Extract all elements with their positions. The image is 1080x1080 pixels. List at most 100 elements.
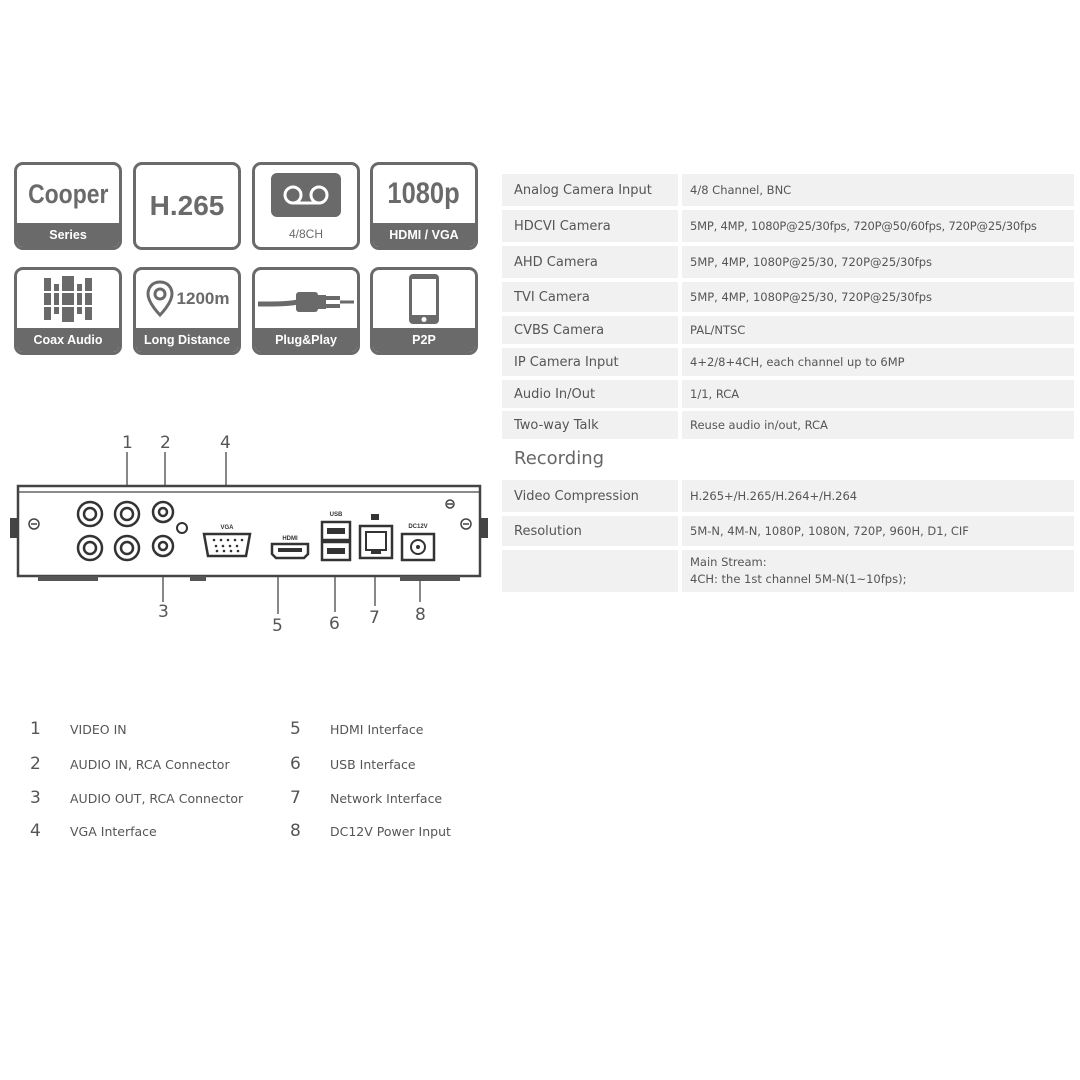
legend-item: 3 AUDIO OUT, RCA Connector (30, 786, 243, 810)
dvr-rear-illustration: VGA HDMI USB DC12V (10, 452, 488, 614)
spec-row: Audio In/Out 1/1, RCA (502, 380, 1074, 408)
badge-1080p-subtitle: HDMI / VGA (373, 223, 475, 247)
legend-item: 7 Network Interface (290, 786, 442, 810)
spec-row: CVBS Camera PAL/NTSC (502, 316, 1074, 344)
legend-text: Network Interface (330, 790, 443, 806)
callout-number: 7 (369, 608, 380, 628)
spec-row: Two-way Talk Reuse audio in/out, RCA (502, 411, 1074, 439)
legend-text: DC12V Power Input (330, 823, 451, 839)
rear-panel-diagram: 1 2 4 3 5 6 7 8 (10, 430, 490, 640)
badge-plug-play: Plug&Play (252, 267, 360, 355)
legend-number: 8 (290, 821, 301, 841)
callout-number: 3 (158, 602, 169, 622)
legend-text: USB Interface (330, 756, 416, 772)
badge-p2p: P2P (370, 267, 478, 355)
spec-key: Analog Camera Input (502, 174, 678, 206)
legend-number: 5 (290, 719, 301, 739)
dc-port-label: DC12V (408, 524, 427, 530)
badge-h265: H.265 (133, 162, 241, 250)
spec-value: 1/1, RCA (682, 380, 1074, 408)
badge-coax-audio: Coax Audio (14, 267, 122, 355)
spec-key: TVI Camera (502, 282, 678, 312)
badge-long-distance-value: 1200m (176, 289, 230, 308)
spec-value: PAL/NTSC (682, 316, 1074, 344)
spec-row: IP Camera Input 4+2/8+4CH, each channel … (502, 348, 1074, 376)
callout-number: 6 (329, 614, 340, 634)
vga-port-label: VGA (220, 525, 234, 531)
callout-number: 4 (220, 433, 231, 453)
spec-value: 5MP, 4MP, 1080P@25/30, 720P@25/30fps (682, 282, 1074, 312)
usb-port-label: USB (330, 512, 343, 518)
legend-text: HDMI Interface (330, 721, 424, 737)
coax-audio-icon (17, 270, 119, 328)
callout-number: 5 (272, 616, 283, 636)
legend-item: 5 HDMI Interface (290, 717, 423, 741)
location-pin-icon (146, 280, 174, 318)
badge-channels-label: 4/8CH (288, 227, 323, 241)
spec-key: HDCVI Camera (502, 210, 678, 242)
legend-text: AUDIO IN, RCA Connector (70, 756, 230, 772)
recording-section-title: Recording (514, 448, 605, 469)
badge-long-distance-label: Long Distance (136, 328, 238, 352)
hdmi-port-label: HDMI (282, 536, 298, 542)
spec-key: Video Compression (502, 480, 678, 512)
spec-value: 5MP, 4MP, 1080P@25/30fps, 720P@50/60fps,… (682, 210, 1074, 242)
feature-badges: Cooper Series H.265 4/8CH 1080p HDMI / V… (14, 162, 484, 362)
badge-cooper-title: Cooper (27, 178, 109, 209)
spec-value: H.265+/H.265/H.264+/H.264 (682, 480, 1074, 512)
spec-row: AHD Camera 5MP, 4MP, 1080P@25/30, 720P@2… (502, 246, 1074, 278)
spec-value: 5M-N, 4M-N, 1080P, 1080N, 720P, 960H, D1… (682, 516, 1074, 546)
legend-item: 4 VGA Interface (30, 819, 157, 843)
spec-row: TVI Camera 5MP, 4MP, 1080P@25/30, 720P@2… (502, 282, 1074, 312)
spec-value-line: 4CH: the 1st channel 5M-N(1~10fps); (690, 572, 907, 586)
spec-row: Resolution 5M-N, 4M-N, 1080P, 1080N, 720… (502, 516, 1074, 546)
plug-icon (255, 270, 357, 328)
legend-text: VIDEO IN (70, 721, 127, 737)
spec-key: AHD Camera (502, 246, 678, 278)
legend-number: 4 (30, 821, 41, 841)
spec-value: 4+2/8+4CH, each channel up to 6MP (682, 348, 1074, 376)
legend-number: 6 (290, 754, 301, 774)
legend-item: 2 AUDIO IN, RCA Connector (30, 752, 230, 776)
badge-cooper-subtitle: Series (17, 223, 119, 247)
spec-key: IP Camera Input (502, 348, 678, 376)
badge-p2p-label: P2P (373, 328, 475, 352)
spec-value: Main Stream: 4CH: the 1st channel 5M-N(1… (682, 550, 1074, 592)
spec-key: Two-way Talk (502, 411, 678, 439)
spec-row: Main Stream: 4CH: the 1st channel 5M-N(1… (502, 550, 1074, 592)
spec-key: Resolution (502, 516, 678, 546)
spec-key: Audio In/Out (502, 380, 678, 408)
legend-text: AUDIO OUT, RCA Connector (70, 790, 244, 806)
callout-number: 1 (122, 433, 133, 453)
badge-cooper-series: Cooper Series (14, 162, 122, 250)
legend-text: VGA Interface (70, 823, 157, 839)
spec-value: 4/8 Channel, BNC (682, 174, 1074, 206)
port-legend: 1 VIDEO IN 2 AUDIO IN, RCA Connector 3 A… (30, 715, 490, 845)
spec-key: CVBS Camera (502, 316, 678, 344)
tape-icon (271, 173, 341, 217)
legend-number: 3 (30, 788, 41, 808)
smartphone-icon (373, 270, 475, 328)
legend-item: 6 USB Interface (290, 752, 416, 776)
spec-value-line: Main Stream: (690, 555, 767, 569)
badge-coax-audio-label: Coax Audio (17, 328, 119, 352)
badge-plug-play-label: Plug&Play (255, 328, 357, 352)
legend-number: 1 (30, 719, 41, 739)
spec-value: 5MP, 4MP, 1080P@25/30, 720P@25/30fps (682, 246, 1074, 278)
legend-number: 2 (30, 754, 41, 774)
badge-1080p: 1080p HDMI / VGA (370, 162, 478, 250)
spec-row: HDCVI Camera 5MP, 4MP, 1080P@25/30fps, 7… (502, 210, 1074, 242)
callout-number: 8 (415, 605, 426, 625)
spec-key (502, 550, 678, 592)
spec-value: Reuse audio in/out, RCA (682, 411, 1074, 439)
badge-h265-title: H.265 (149, 190, 225, 221)
badge-channels: 4/8CH (252, 162, 360, 250)
legend-item: 8 DC12V Power Input (290, 819, 451, 843)
badge-long-distance: 1200m Long Distance (133, 267, 241, 355)
legend-item: 1 VIDEO IN (30, 717, 127, 741)
spec-row: Video Compression H.265+/H.265/H.264+/H.… (502, 480, 1074, 512)
legend-number: 7 (290, 788, 301, 808)
badge-1080p-title: 1080p (387, 177, 461, 210)
spec-row: Analog Camera Input 4/8 Channel, BNC (502, 174, 1074, 206)
callout-number: 2 (160, 433, 171, 453)
